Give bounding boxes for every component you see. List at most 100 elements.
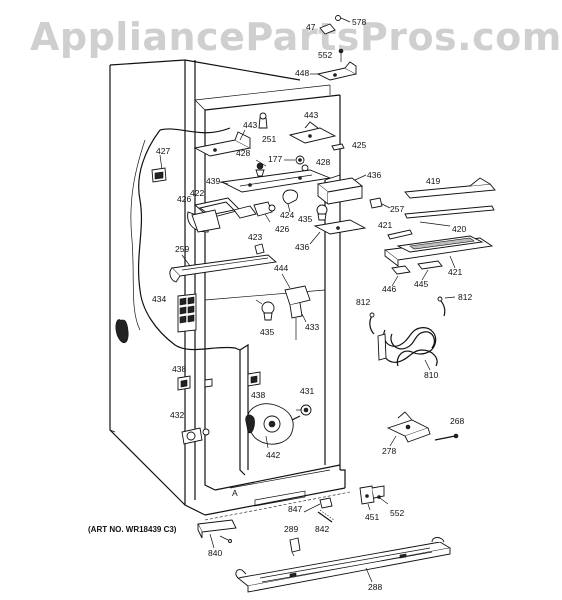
part-47[interactable]: 47 [306,22,336,35]
label-436-mid: 436 [295,242,309,252]
label-422: 422 [190,188,204,198]
part-842[interactable]: 842 [315,509,335,534]
part-435-top-bulb[interactable]: 435 [298,204,328,224]
label-424: 424 [280,210,294,220]
part-438-left[interactable]: 438 [172,364,213,391]
label-268: 268 [450,416,464,426]
label-427: 427 [156,146,170,156]
part-445[interactable]: 445 [414,260,443,289]
label-436-top: 436 [367,170,381,180]
part-428-left[interactable]: 428 [236,148,267,177]
part-448-bracket[interactable]: 448 [295,61,358,81]
part-426-left-lens[interactable]: 426 [177,194,221,233]
part-446[interactable]: 446 [382,265,411,294]
part-428-right[interactable]: 428 [301,157,330,172]
part-421-top[interactable]: 421 [378,220,413,240]
part-442-fan-motor[interactable]: 442 [245,403,301,460]
part-257[interactable]: 257 [369,197,404,214]
part-425[interactable]: 425 [331,140,366,151]
label-435-mid: 435 [260,327,274,337]
part-socket[interactable] [233,201,276,219]
label-443-right: 443 [304,110,318,120]
label-251: 251 [262,134,276,144]
part-436-plate[interactable]: 436 [295,219,367,252]
part-420-bar[interactable]: 420 [404,205,495,234]
label-434: 434 [152,294,166,304]
label-289: 289 [284,524,298,534]
label-435-top: 435 [298,214,312,224]
label-812-left: 812 [356,297,370,307]
label-288: 288 [368,582,382,592]
part-432[interactable]: 432 [170,410,210,445]
part-433[interactable]: 433 [301,313,319,332]
part-427-wire[interactable]: 427 [151,146,170,183]
watermark: AppliancePartsPros.com [30,15,562,59]
part-443-left-bracket[interactable]: 443 [193,120,257,157]
label-439: 439 [206,176,220,186]
svg-text:A: A [232,488,238,498]
part-812-right[interactable]: 812 [437,292,472,317]
label-47: 47 [306,22,316,32]
label-552-top: 552 [318,50,332,60]
label-425: 425 [352,140,366,150]
label-431: 431 [300,386,314,396]
label-442: 442 [266,450,280,460]
part-288-base-grille[interactable]: 288 [235,537,452,593]
part-443-right-bracket[interactable]: 443 [288,110,337,144]
part-289-clip[interactable]: 289 [284,524,301,557]
part-423[interactable]: 423 [248,232,265,255]
label-177: 177 [268,154,282,164]
label-578: 578 [352,17,366,27]
label-840: 840 [208,548,222,558]
label-842: 842 [315,524,329,534]
part-578[interactable]: 578 [335,15,367,28]
label-433: 433 [305,322,319,332]
part-444-switch[interactable]: 444 [274,263,311,340]
part-451-hinge[interactable]: 451 [359,485,385,522]
part-434-grille[interactable]: 434 [152,293,197,333]
label-419: 419 [426,176,440,186]
label-446: 446 [382,284,396,294]
part-431[interactable]: 431 [296,386,314,416]
label-426-right: 426 [275,224,289,234]
part-177[interactable]: 177 [268,154,305,165]
label-438-left: 438 [172,364,186,374]
label-257: 257 [390,204,404,214]
label-438-mid: 438 [251,390,265,400]
part-278-bracket[interactable]: 278 [382,411,431,456]
part-259-shelf[interactable]: 259 [169,244,278,283]
part-251-knob[interactable]: 251 [258,112,276,144]
part-268-screw[interactable]: 268 [434,416,464,441]
label-428-right: 428 [316,157,330,167]
art-number: (ART NO. WR18439 C3) [88,525,177,534]
label-444: 444 [274,263,288,273]
part-439-control-plate[interactable]: 439 [206,169,332,193]
label-259: 259 [175,244,189,254]
part-847[interactable]: 847 [288,497,333,514]
label-448: 448 [295,68,309,78]
label-421-mid: 421 [448,267,462,277]
label-426-left: 426 [177,194,191,204]
cabinet-body: A [109,59,351,521]
part-810-heater[interactable]: 810 [377,327,438,380]
part-552-top[interactable]: 552 [318,48,344,62]
label-451: 451 [365,512,379,522]
part-435-mid-bulb[interactable]: 435 [255,299,274,337]
label-443-left: 443 [243,120,257,130]
part-419-shield[interactable]: 419 [404,176,496,199]
label-278: 278 [382,446,396,456]
label-552-bottom: 552 [390,508,404,518]
label-847: 847 [288,504,302,514]
part-840[interactable]: 840 [197,519,237,558]
part-812-left[interactable]: 812 [356,297,375,335]
part-438-mid[interactable]: 438 [247,371,265,400]
part-436-thermostat[interactable]: 436 [316,170,381,205]
part-426-right[interactable]: 426 [264,213,289,234]
part-424-bulb[interactable]: 424 [280,189,299,220]
label-421-top: 421 [378,220,392,230]
label-810: 810 [424,370,438,380]
label-420: 420 [452,224,466,234]
part-421-light-cover[interactable]: 421 [383,235,494,277]
part-552-bottom[interactable]: 552 [377,495,405,519]
